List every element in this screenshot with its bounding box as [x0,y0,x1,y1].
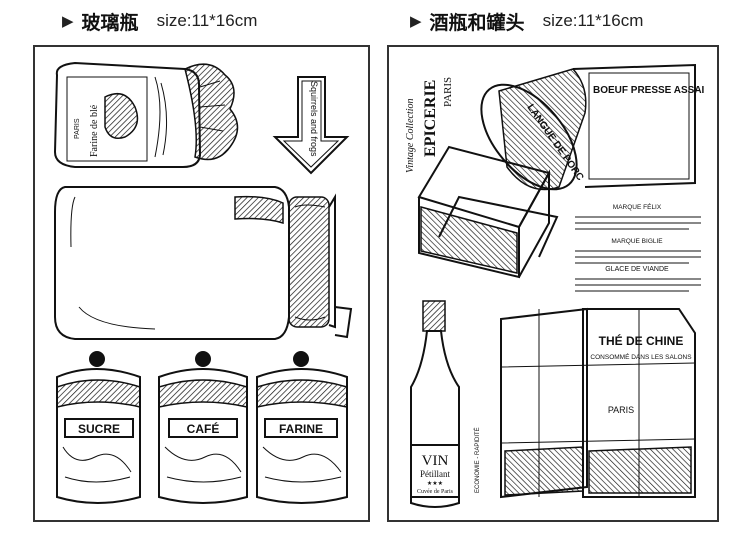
right-header: ▶ 酒瓶和罐头 size:11*16cm [410,8,643,34]
champagne-bottle-illustration [410,300,460,508]
down-arrow-icon [272,76,350,175]
left-illustration: Farine de blé PARIS Squirrels and frogs [53,61,353,504]
ad-line-1: MARQUE FÉLIX [613,202,662,211]
flour-bag-illustration [53,61,239,168]
bottle-vin: VIN [422,453,449,469]
triangle-icon: ▶ [410,12,422,30]
left-size: size:11*16cm [156,11,258,30]
vertical-title-epicerie: EPICERIE [422,80,439,157]
bottle-side-text: ECONOMIE - RAPIDITÉ [474,427,481,493]
vertical-title-paris: PARIS [442,77,454,107]
tea-text-3: PARIS [608,405,634,415]
glass-jar-stamp-panel: Farine de blé PARIS Squirrels and frogs [33,45,370,522]
tea-packages-illustration [500,307,696,499]
canister-label-farine: FARINE [279,422,323,436]
right-illustration: Vintage Collection EPICERIE PARIS LANGUE… [405,63,705,508]
ad-line-3: GLACE DE VIANDE [605,266,669,273]
round-tin-illustration [480,63,696,191]
tin-text-2: BOEUF PRESSE ASSAI [593,85,705,96]
bag-label: Farine de blé [89,104,100,157]
canister-sucre-illustration [56,351,141,504]
canister-label-cafe: CAFÉ [187,421,220,436]
vertical-title-vintage: Vintage Collection [405,98,416,173]
bottle-stars: ★★★ [427,480,443,487]
canister-label-sucre: SUCRE [78,422,120,436]
bottle-cuvee: Cuvée de Paris [417,489,454,495]
ad-fine-print [575,216,701,230]
glass-jar-illustration [54,186,353,340]
rectangular-tins-illustration [417,145,559,279]
canister-cafe-illustration [158,351,248,504]
tea-text-1: THÉ DE CHINE [599,333,684,348]
canister-farine-illustration [256,351,348,504]
arrow-label: Squirrels and frogs [309,81,319,157]
ad-fine-print-2 [575,250,701,264]
bag-city: PARIS [74,118,81,139]
right-title: 酒瓶和罐头 [429,11,525,34]
ad-fine-print-3 [575,278,701,292]
ad-line-2: MARQUE BIGLIE [611,238,663,245]
tea-text-2: CONSOMMÉ DANS LES SALONS [590,352,692,361]
left-title: 玻璃瓶 [81,11,139,34]
left-header: ▶ 玻璃瓶 size:11*16cm [62,8,257,34]
bottles-and-cans-stamp-panel: Vintage Collection EPICERIE PARIS LANGUE… [387,45,719,522]
triangle-icon: ▶ [62,12,74,30]
right-size: size:11*16cm [542,11,644,30]
bottle-petillant: Pétillant [420,469,450,479]
